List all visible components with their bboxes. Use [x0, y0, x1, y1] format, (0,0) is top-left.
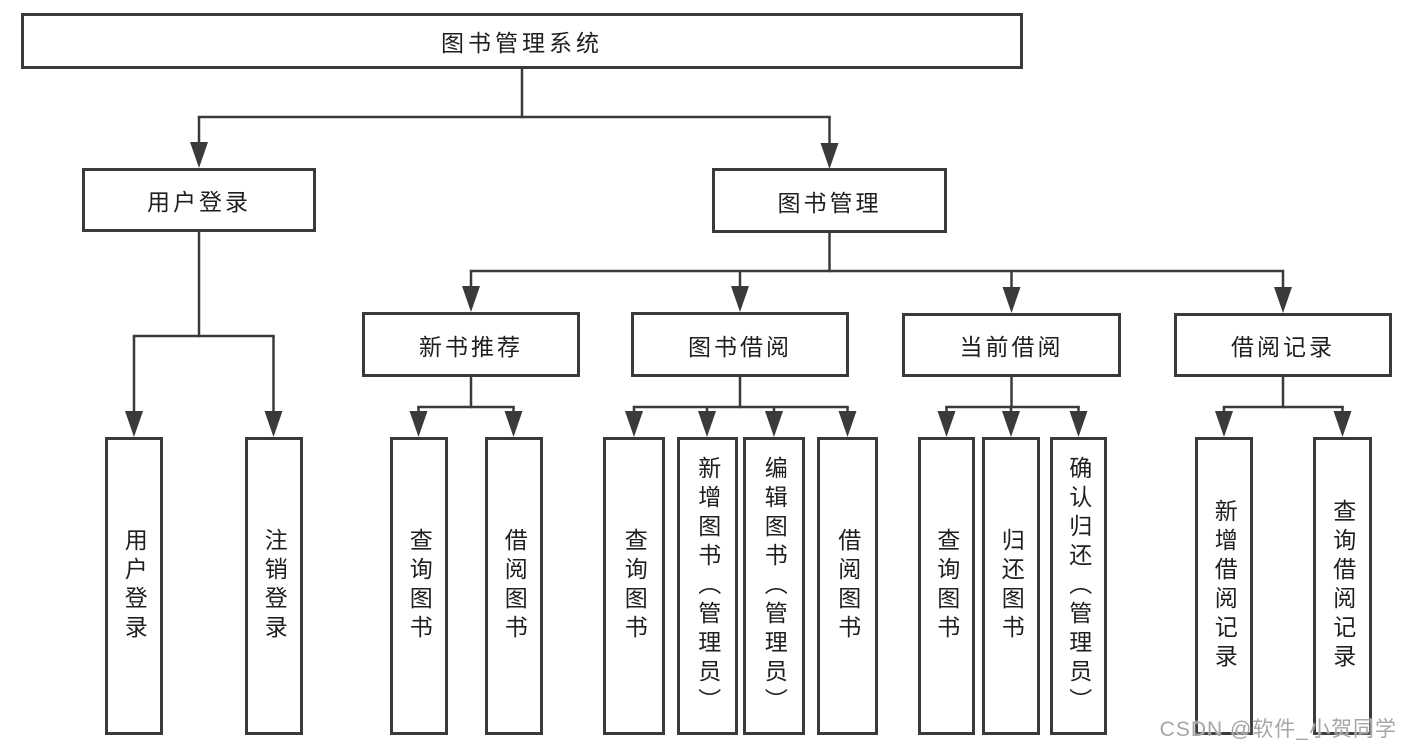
node-label: 查询图书	[406, 528, 433, 644]
node-book-borrow: 图书借阅	[631, 312, 849, 377]
node-label: 新增图书（管理员）	[694, 455, 721, 717]
leaf-recommend-query-books: 查询图书	[390, 437, 448, 735]
node-borrow-records: 借阅记录	[1174, 313, 1392, 377]
node-root-system: 图书管理系统	[21, 13, 1023, 69]
leaf-add-books-admin: 新增图书（管理员）	[677, 437, 738, 735]
leaf-logout: 注销登录	[245, 437, 303, 735]
leaf-confirm-return-admin: 确认归还（管理员）	[1050, 437, 1107, 735]
node-label: 编辑图书（管理员）	[761, 455, 788, 717]
node-current-borrow: 当前借阅	[902, 313, 1121, 377]
node-label: 借阅图书	[834, 528, 861, 644]
leaf-add-borrow-record: 新增借阅记录	[1195, 437, 1253, 735]
leaf-user-login: 用户登录	[105, 437, 163, 735]
node-label: 查询图书	[933, 528, 960, 644]
node-label: 新增借阅记录	[1211, 499, 1238, 673]
leaf-borrow-books: 借阅图书	[817, 437, 878, 735]
node-label: 查询图书	[621, 528, 648, 644]
leaf-borrow-query-books: 查询图书	[603, 437, 665, 735]
node-label: 借阅图书	[501, 528, 528, 644]
leaf-current-query-books: 查询图书	[918, 437, 975, 735]
node-label: 归还图书	[998, 528, 1025, 644]
node-label: 注销登录	[261, 528, 288, 644]
watermark: CSDN @软件_小贺同学	[1159, 718, 1397, 741]
node-user-login-branch: 用户登录	[82, 168, 316, 232]
node-new-book-recommend: 新书推荐	[362, 312, 580, 377]
leaf-return-books: 归还图书	[982, 437, 1040, 735]
node-label: 确认归还（管理员）	[1065, 455, 1092, 717]
node-label: 查询借阅记录	[1329, 499, 1356, 673]
leaf-query-borrow-record: 查询借阅记录	[1313, 437, 1372, 735]
leaf-recommend-borrow-books: 借阅图书	[485, 437, 543, 735]
node-label: 用户登录	[121, 528, 148, 644]
node-book-management: 图书管理	[712, 168, 947, 233]
leaf-edit-books-admin: 编辑图书（管理员）	[743, 437, 805, 735]
